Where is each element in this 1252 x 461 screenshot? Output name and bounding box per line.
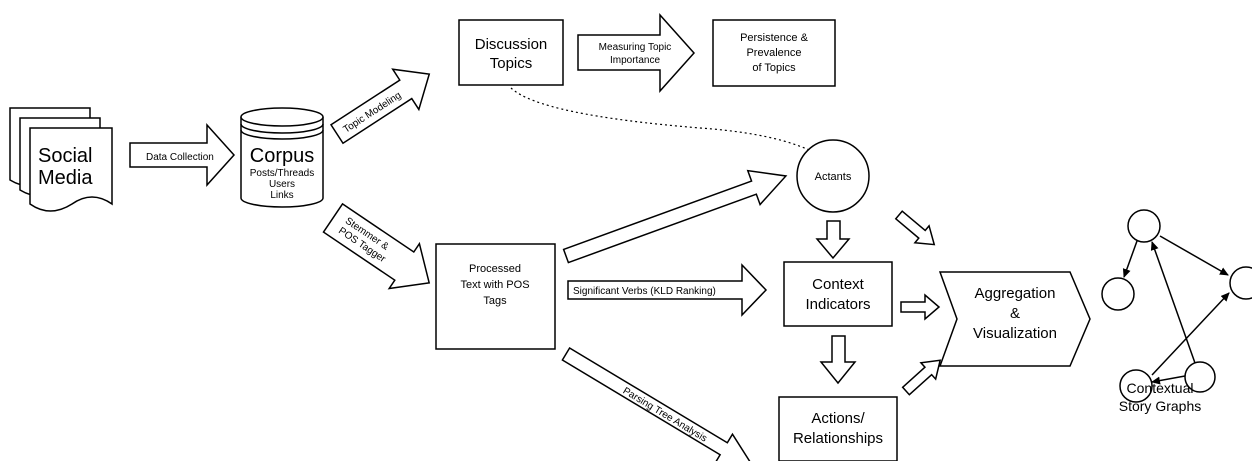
persistence-label-3: of Topics — [752, 62, 796, 74]
data-collection-arrow: Data Collection — [129, 123, 236, 187]
measuring-importance-arrow: Measuring Topic Importance — [577, 13, 696, 93]
actions-to-aggregation-arrow — [901, 359, 942, 396]
corpus-item-links: Links — [270, 190, 293, 201]
discussion-topics-label-2: Topics — [490, 55, 533, 72]
actants-to-aggregation-arrow — [894, 210, 936, 246]
actions-relationships-node: Actions/ Relationships — [778, 396, 898, 461]
social-media-label-1: Social — [38, 145, 92, 167]
parsing-tree-arrow: Parsing Tree Analysis — [561, 346, 755, 461]
persistence-node: Persistence & Prevalence of Topics — [712, 19, 836, 87]
topics-to-actants-dotted — [510, 87, 836, 167]
context-indicators-node: Context Indicators — [783, 261, 893, 327]
measuring-importance-label-2: Importance — [610, 55, 660, 66]
topic-modeling-arrow: Topic Modeling — [329, 68, 431, 145]
actions-relationships-label-2: Relationships — [793, 430, 883, 447]
social-media-label-2: Media — [38, 167, 93, 189]
corpus-title: Corpus — [250, 145, 314, 167]
story-graphs-caption-1: Contextual — [1127, 380, 1194, 396]
data-collection-label: Data Collection — [146, 152, 214, 163]
context-to-aggregation-arrow — [900, 293, 941, 321]
actions-relationships-label-1: Actions/ — [811, 410, 865, 427]
discussion-topics-node: Discussion Topics — [458, 19, 564, 86]
discussion-topics-label-1: Discussion — [475, 36, 548, 53]
processed-to-actants-arrow — [562, 169, 788, 264]
social-media-node: Social Media — [9, 107, 113, 212]
context-indicators-label-2: Indicators — [805, 296, 870, 313]
processed-text-label-3: Tags — [483, 295, 507, 307]
corpus-item-posts: Posts/Threads — [250, 168, 314, 179]
stemmer-arrow: Stemmer & POS Tagger — [322, 202, 431, 290]
aggregation-node: Aggregation & Visualization — [938, 271, 1091, 367]
aggregation-label-3: Visualization — [973, 325, 1057, 342]
processed-text-label-1: Processed — [469, 263, 521, 275]
story-graph-icon: Contextual Story Graphs — [1101, 209, 1252, 414]
story-graphs-caption-2: Story Graphs — [1119, 398, 1201, 414]
significant-verbs-label: Significant Verbs (KLD Ranking) — [573, 286, 716, 297]
processed-text-label-2: Text with POS — [460, 279, 529, 291]
context-to-actions-arrow — [819, 335, 857, 385]
actants-label: Actants — [815, 171, 852, 183]
aggregation-label-1: Aggregation — [975, 285, 1056, 302]
corpus-item-users: Users — [269, 179, 295, 190]
persistence-label-2: Prevalence — [746, 47, 801, 59]
actants-node: Actants — [796, 139, 870, 213]
actants-to-context-arrow — [815, 220, 851, 260]
persistence-label-1: Persistence & — [740, 32, 809, 44]
parsing-tree-label: Parsing Tree Analysis — [621, 386, 709, 445]
context-indicators-label-1: Context — [812, 276, 865, 293]
measuring-importance-label-1: Measuring Topic — [599, 42, 672, 53]
significant-verbs-arrow: Significant Verbs (KLD Ranking) — [567, 263, 768, 317]
processed-text-node: Processed Text with POS Tags — [435, 243, 556, 350]
corpus-node: Corpus Posts/Threads Users Links — [240, 107, 324, 208]
aggregation-label-2: & — [1010, 305, 1020, 322]
